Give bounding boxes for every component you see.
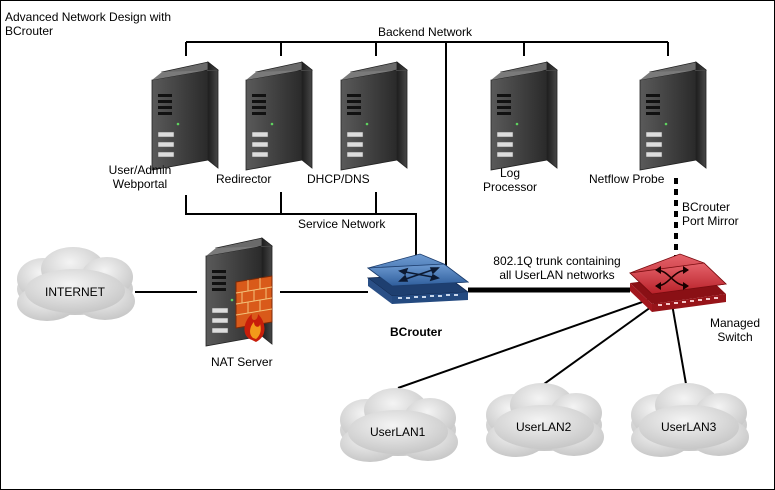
nat-server-icon: [205, 237, 273, 347]
managed-switch-label: Managed Switch: [709, 316, 761, 344]
netflow-probe-label: Netflow Probe: [589, 172, 665, 186]
port-mirror-label: BCrouter Port Mirror: [682, 200, 739, 228]
service-network-label: Service Network: [298, 217, 386, 231]
webportal-server-icon: [151, 61, 219, 171]
trunk-label: 802.1Q trunk containing all UserLAN netw…: [493, 254, 621, 282]
service-network-bus: [185, 192, 417, 268]
userlan3-label: UserLAN3: [661, 420, 717, 434]
userlan2-label: UserLAN2: [516, 420, 572, 434]
redirector-label: Redirector: [216, 172, 272, 186]
internet-label: INTERNET: [45, 285, 105, 299]
bcrouter-label: BCrouter: [390, 325, 443, 339]
nat-server-label: NAT Server: [211, 355, 273, 369]
bcrouter-device-icon: [366, 253, 470, 304]
log-processor-label: Log Processor: [482, 166, 538, 194]
log-processor-server-icon: [490, 61, 558, 171]
webportal-label: User/Admin Webportal: [108, 163, 172, 191]
netflow-probe-server-icon: [639, 61, 707, 171]
internet-cloud-icon: [17, 247, 135, 321]
firewall-icon: [235, 275, 273, 342]
diagram-title: Advanced Network Design with BCrouter: [5, 10, 172, 38]
userlan1-label: UserLAN1: [370, 425, 426, 439]
redirector-server-icon: [245, 61, 313, 171]
backend-network-label: Backend Network: [378, 25, 473, 39]
dhcp-dns-label: DHCP/DNS: [307, 172, 370, 186]
userlan-links: [397, 299, 687, 389]
managed-switch-icon: [629, 253, 727, 312]
backend-network-bus: [185, 41, 669, 268]
dhcp-dns-server-icon: [340, 61, 408, 171]
